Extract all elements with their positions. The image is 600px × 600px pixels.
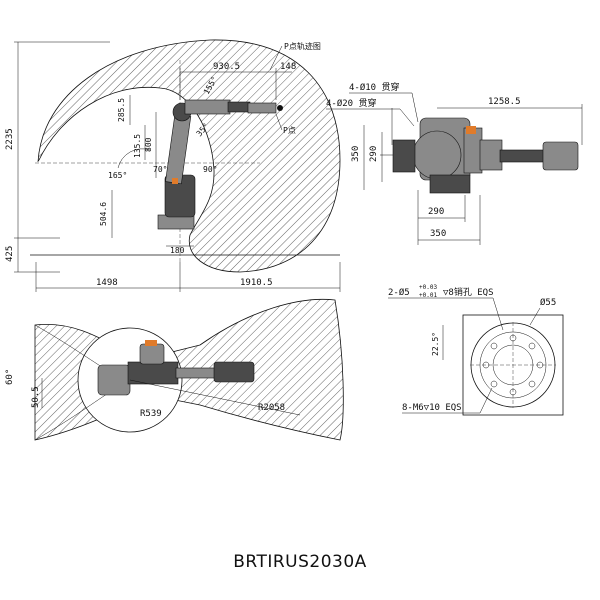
- dim-r539: R539: [140, 409, 162, 419]
- dim-50-5: 50.5: [31, 386, 41, 408]
- dim-1910-5: 1910.5: [240, 278, 273, 288]
- pin-tol-lower: +0.01: [419, 292, 437, 299]
- hole-callout-1: 4-Ø10 贯穿: [349, 81, 400, 93]
- p-point-label: P点: [283, 126, 296, 135]
- model-title: BRTIRUS2030A: [233, 552, 367, 572]
- dim-180: 180: [170, 246, 185, 255]
- dim-2235: 2235: [5, 128, 15, 150]
- dim-350-horizontal: 350: [430, 229, 446, 239]
- p-trajectory-label: P点轨迹图: [284, 41, 321, 51]
- dim-290-horizontal: 290: [428, 207, 444, 217]
- dim-504-6: 504.6: [99, 202, 108, 226]
- side-work-envelope: [37, 39, 341, 273]
- dim-135-5: 135.5: [133, 134, 142, 158]
- pin-tol-upper: +0.03: [419, 284, 437, 291]
- ang-165: 165°: [108, 171, 127, 180]
- dim-350-vertical: 350: [351, 146, 361, 162]
- dim-425: 425: [5, 246, 15, 262]
- base-side-view: 4-Ø10 贯穿 4-Ø20 贯穿 1258.5 350 290 290 350: [326, 81, 583, 245]
- hole-callout-2: 4-Ø20 贯穿: [326, 97, 377, 109]
- flange-plate: [462, 314, 564, 416]
- ang-70: 70°: [153, 165, 167, 174]
- dim-290-vertical: 290: [369, 146, 379, 162]
- bolt-holes: [482, 334, 544, 396]
- pin-holes-label: 2-Ø5: [388, 287, 410, 298]
- dim-1498: 1498: [96, 278, 118, 288]
- dim-r2058: R2058: [258, 403, 285, 413]
- dim-800: 800: [144, 137, 153, 152]
- dim-285-5: 285.5: [117, 98, 126, 122]
- top-view: 60° 50.5 R539 R2058: [5, 298, 344, 441]
- side-robot-arm: [157, 99, 283, 230]
- flange-diameter: Ø55: [540, 297, 556, 308]
- dim-930-5: 930.5: [213, 62, 240, 72]
- side-view: P点轨迹图 P点 930.5 148 2235 425 285.5 135.5 …: [5, 39, 341, 292]
- ang-60-top: 60°: [5, 369, 15, 385]
- dim-148: 148: [280, 62, 296, 72]
- dim-1258-5: 1258.5: [488, 97, 521, 107]
- flange-angle: 22.5°: [431, 332, 440, 356]
- bolt-holes-label: 8-M6▽10 EQS: [402, 403, 462, 413]
- flange-view: 2-Ø5 +0.03 +0.01 ▽8销孔 EQS Ø55 22.5° 8-M6…: [388, 284, 564, 416]
- ang-90: 90°: [203, 165, 217, 174]
- pin-holes-tail: ▽8销孔 EQS: [443, 286, 494, 298]
